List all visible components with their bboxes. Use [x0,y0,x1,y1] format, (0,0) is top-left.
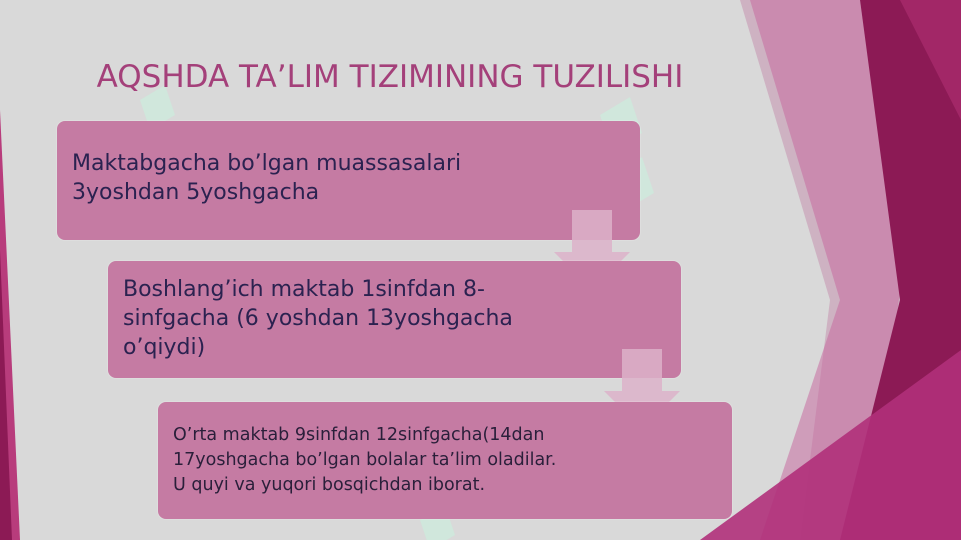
step-text: Maktabgacha bo’lgan muassasalari 3yoshda… [72,151,462,205]
step-box-elementary: Boshlang’ich maktab 1sinfdan 8- sinfgach… [108,261,681,378]
slide-title: AQSHDA TA’LIM TIZIMINING TUZILISHI [96,59,684,95]
step-box-secondary: O’rta maktab 9sinfdan 12sinfgacha(14dan … [158,402,732,519]
step-text: Boshlang’ich maktab 1sinfdan 8- sinfgach… [123,277,513,360]
step-text: O’rta maktab 9sinfdan 12sinfgacha(14dan … [173,425,557,495]
step-box-preschool: Maktabgacha bo’lgan muassasalari 3yoshda… [57,121,640,240]
